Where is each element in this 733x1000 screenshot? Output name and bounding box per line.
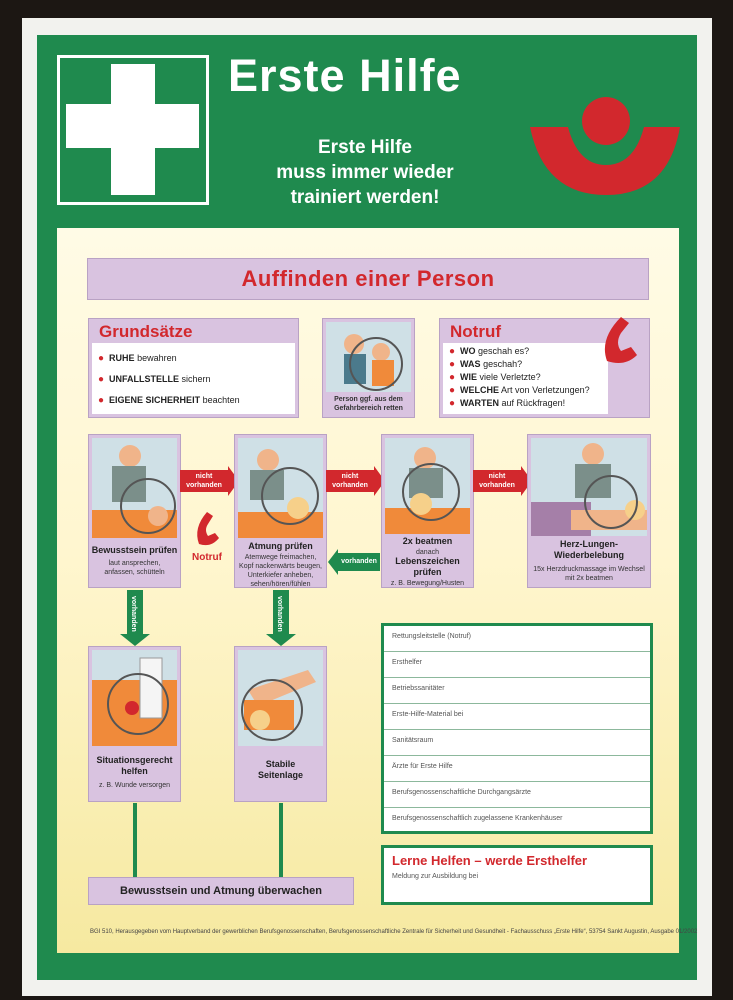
grundsaetze-title: Grundsätze	[99, 322, 193, 341]
footer-text: BGI 510, Herausgegeben vom Hauptverband …	[90, 929, 698, 935]
form-row[interactable]: Betriebssanitäter	[384, 678, 650, 704]
learn-title: Lerne Helfen – werde Ersthelfer	[392, 853, 588, 868]
contact-form: Rettungsleitstelle (Notruf) Ersthelfer B…	[381, 623, 653, 834]
step-sub: Atemwege freimachen, Kopf nackenwärts be…	[239, 554, 322, 588]
wunde-illustration	[92, 650, 177, 746]
form-row[interactable]: Ärzte für Erste Hilfe	[384, 756, 650, 782]
grundsaetze-list: ●RUHE bewahren ●UNFALLSTELLE sichern ●EI…	[92, 343, 295, 414]
step-situationsgerecht: Situationsgerecht helfen z. B. Wunde ver…	[88, 646, 181, 802]
step-label: Bewusstsein prüfen	[91, 545, 178, 555]
arrow-vorhanden-back: vorhanden	[328, 549, 380, 575]
arrow-vorhanden-down: vorhanden	[266, 590, 296, 646]
form-row[interactable]: Rettungsleitstelle (Notruf)	[384, 626, 650, 652]
rescue-card: Person ggf. aus dem Gefahrbereich retten	[322, 318, 415, 418]
step-beatmen: 2x beatmen danach Lebenszeichen prüfen z…	[381, 434, 474, 588]
step-sub: z. B. Wunde versorgen	[98, 782, 171, 789]
step-label: Situationsgerecht helfen	[96, 755, 173, 776]
step-label: Lebenszeichen prüfen	[395, 556, 460, 577]
atmung-illustration	[238, 438, 323, 538]
step-stabile-seitenlage: Stabile Seitenlage	[234, 646, 327, 802]
connector-line	[133, 803, 137, 879]
step-label: 2x beatmen	[402, 536, 453, 546]
phone-icon	[197, 512, 219, 546]
learn-sub[interactable]: Meldung zur Ausbildung bei	[392, 873, 479, 880]
subtitle-line: trainiert werden!	[290, 187, 440, 208]
poster-subtitle: Erste Hilfe muss immer wieder trainiert …	[240, 135, 490, 210]
step-sub: laut ansprechen, anfassen, schütteln	[104, 560, 165, 576]
notruf-card: Notruf ●WO geschah es? ●WAS geschah? ●WI…	[439, 317, 650, 418]
grundsaetze-card: Grundsätze ●RUHE bewahren ●UNFALLSTELLE …	[88, 318, 299, 418]
form-row[interactable]: Ersthelfer	[384, 652, 650, 678]
rescue-illustration	[326, 322, 411, 392]
list-item: ●WELCHE Art von Verletzungen?	[449, 385, 590, 396]
notruf-list: ●WO geschah es? ●WAS geschah? ●WIE viele…	[443, 343, 608, 414]
list-item: ●WIE viele Verletzte?	[449, 372, 541, 383]
step-bewusstsein: Bewusstsein prüfen laut ansprechen, anfa…	[88, 434, 181, 588]
step-atmung: Atmung prüfen Atemwege freimachen, Kopf …	[234, 434, 327, 588]
rescue-caption: Person ggf. aus dem Gefahrbereich retten	[334, 396, 403, 412]
phone-icon	[604, 317, 637, 363]
poster-title: Erste Hilfe	[228, 50, 462, 101]
hlw-illustration	[531, 438, 647, 536]
step-sub: 15x Herzdruckmassage im Wechsel mit 2x b…	[533, 566, 645, 582]
person-logo-icon	[530, 97, 680, 195]
step-sub: z. B. Bewegung/Husten	[390, 580, 465, 587]
step-sub: danach	[416, 549, 439, 556]
notruf-title: Notruf	[450, 322, 501, 341]
beatmen-illustration	[385, 438, 470, 534]
connector-line	[279, 803, 283, 879]
first-aid-cross-icon	[57, 55, 209, 205]
list-item: ●UNFALLSTELLE sichern	[98, 374, 211, 385]
form-row[interactable]: Berufsgenossenschaftlich zugelassene Kra…	[392, 815, 563, 822]
step-label: Atmung prüfen	[248, 541, 313, 551]
list-item: ●EIGENE SICHERHEIT beachten	[98, 395, 240, 406]
bewusstsein-illustration	[92, 438, 177, 538]
cross-vertical-bar	[111, 64, 155, 195]
subtitle-line: muss immer wieder	[276, 162, 454, 183]
list-item: ●RUHE bewahren	[98, 353, 177, 364]
step-herz-lungen-wiederbelebung: Herz-Lungen- Wiederbelebung 15x Herzdruc…	[527, 434, 651, 588]
subtitle-line: Erste Hilfe	[318, 137, 412, 158]
monitor-bar: Bewusstsein und Atmung überwachen	[88, 877, 354, 905]
arrow-vorhanden-down: vorhanden	[120, 590, 150, 646]
list-item: ●WO geschah es?	[449, 346, 530, 357]
section-header: Auffinden einer Person	[87, 258, 649, 300]
form-row[interactable]: Berufsgenossenschaftliche Durchgangsärzt…	[384, 782, 650, 808]
learn-box: Lerne Helfen – werde Ersthelfer Meldung …	[381, 845, 653, 905]
seitenlage-illustration	[238, 650, 323, 746]
step-label: Stabile Seitenlage	[257, 759, 304, 780]
section-title: Auffinden einer Person	[241, 266, 495, 291]
notruf-label: Notruf	[192, 552, 222, 563]
list-item: ●WAS geschah?	[449, 359, 523, 370]
step-label: Herz-Lungen- Wiederbelebung	[554, 539, 624, 560]
list-item: ●WARTEN auf Rückfragen!	[449, 398, 566, 409]
form-row[interactable]: Sanitätsraum	[384, 730, 650, 756]
form-row[interactable]: Erste-Hilfe-Material bei	[384, 704, 650, 730]
